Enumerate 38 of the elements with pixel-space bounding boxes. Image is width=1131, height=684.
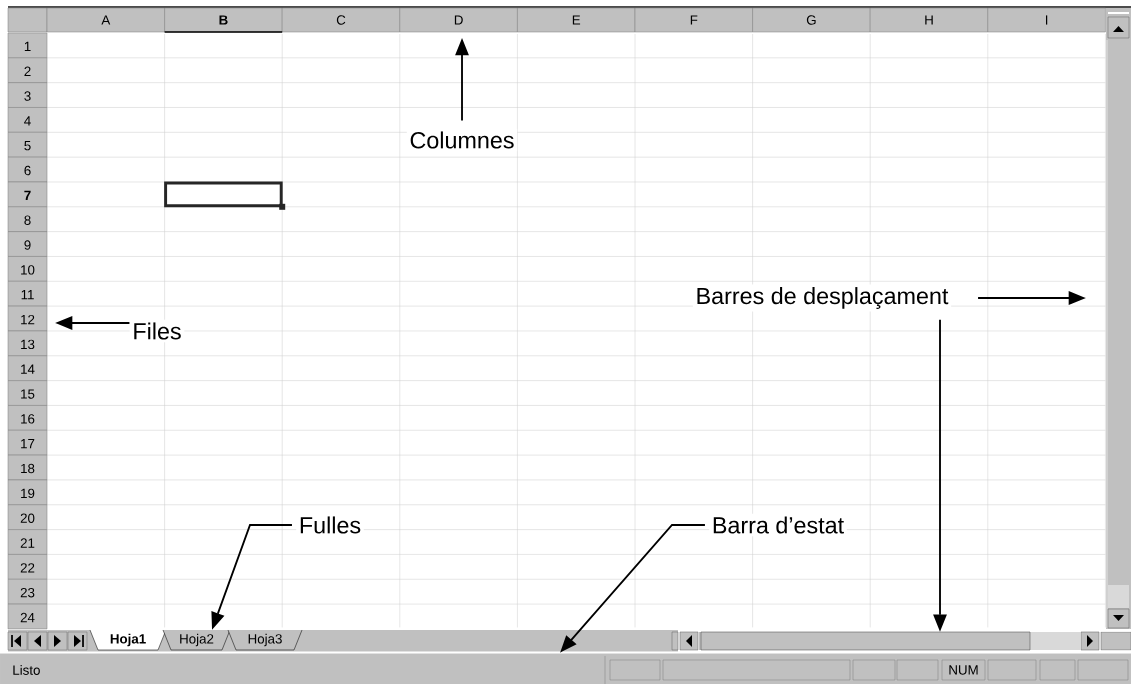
row-header: 11 bbox=[7, 281, 48, 307]
row-header: 8 bbox=[7, 206, 48, 232]
row-header: 7 bbox=[7, 181, 48, 208]
row-header: 20 bbox=[7, 504, 48, 530]
row-header: 6 bbox=[7, 156, 48, 183]
sheet-tab: Hoja3 bbox=[227, 629, 303, 651]
row-header: 1 bbox=[7, 32, 48, 59]
row-header: 4 bbox=[7, 107, 48, 133]
row-header: 10 bbox=[7, 256, 48, 282]
row-header: 9 bbox=[7, 231, 48, 257]
row-header: 12 bbox=[7, 305, 48, 332]
column-header: H bbox=[869, 7, 989, 33]
annotation-label: Barres de desplaçament bbox=[692, 284, 952, 312]
row-header: 23 bbox=[7, 579, 48, 605]
row-header: 2 bbox=[7, 57, 48, 83]
annotation-label: Barra d’estat bbox=[709, 513, 847, 537]
column-header: G bbox=[752, 7, 871, 33]
status-panel: NUM bbox=[941, 659, 986, 681]
column-header: D bbox=[399, 7, 518, 33]
sheet-tab: Hoja2 bbox=[162, 629, 231, 651]
column-header: C bbox=[281, 7, 401, 33]
row-header: 3 bbox=[7, 82, 48, 108]
row-header: 22 bbox=[7, 554, 48, 580]
annotation-label: Fulles bbox=[296, 513, 364, 537]
column-header: F bbox=[634, 7, 753, 33]
row-header: 13 bbox=[7, 330, 48, 357]
row-header: 14 bbox=[7, 355, 48, 381]
row-header: 15 bbox=[7, 380, 48, 406]
sheet-tab: Hoja1 bbox=[89, 629, 167, 651]
row-header: 21 bbox=[7, 529, 48, 555]
row-header: 5 bbox=[7, 132, 48, 158]
status-text: Listo bbox=[13, 665, 40, 675]
row-header: 19 bbox=[7, 479, 48, 506]
row-header: 17 bbox=[7, 430, 48, 456]
column-header: E bbox=[517, 7, 636, 33]
row-header: 16 bbox=[7, 405, 48, 431]
row-header: 18 bbox=[7, 454, 48, 481]
column-header: B bbox=[164, 7, 283, 33]
